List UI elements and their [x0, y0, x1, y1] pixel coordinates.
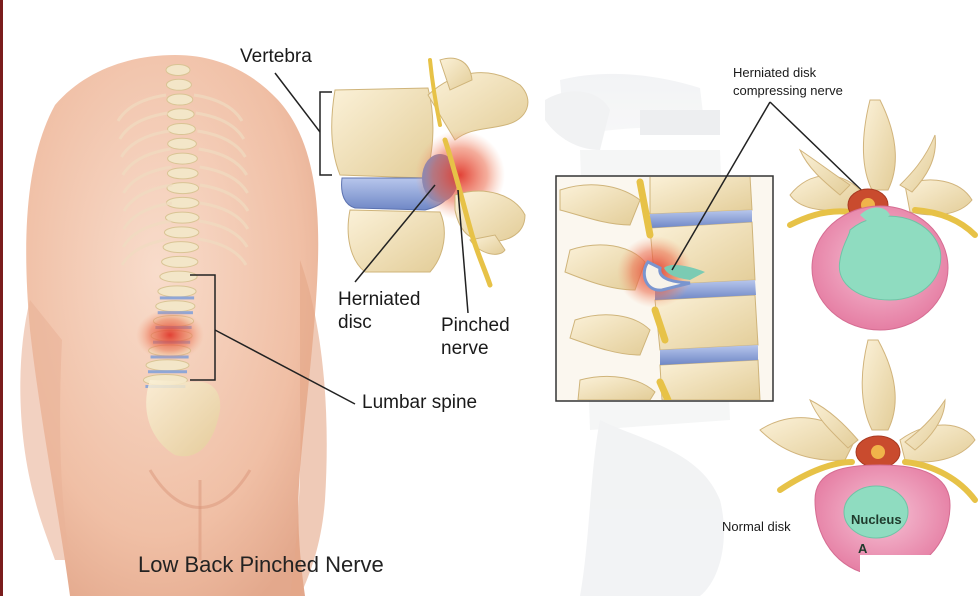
vertebra-segment	[166, 108, 195, 121]
vertebra-segment	[167, 123, 196, 136]
label-pinched-nerve-line1: Pinched	[441, 315, 510, 336]
label-vertebra: Vertebra	[240, 46, 312, 67]
vertebra-segment	[166, 167, 199, 180]
rib	[116, 93, 244, 122]
label-herniated-disk-line2: compressing nerve	[733, 83, 843, 98]
rib	[118, 111, 246, 140]
lumbar-leader	[214, 329, 356, 405]
rib	[122, 183, 250, 212]
vertebra-segment	[166, 182, 200, 195]
label-lumbar-spine: Lumbar spine	[362, 392, 478, 413]
vertebra-segment	[163, 226, 200, 239]
rib	[121, 147, 248, 176]
lateral-spine-box	[555, 101, 883, 402]
normal-disk-cross-section	[759, 339, 978, 596]
vertebra-segment	[157, 285, 197, 298]
vertebra-segment	[165, 64, 191, 76]
vertebra-segment	[165, 78, 192, 91]
vertebra-segment	[167, 137, 197, 150]
caption: Low Back Pinched Nerve	[138, 552, 384, 577]
rib	[121, 219, 249, 248]
lumbar-disc-segment	[147, 370, 188, 374]
vertebra-segment	[161, 255, 199, 268]
lumbar-disc-segment	[159, 296, 195, 300]
vertebra-segment	[167, 152, 198, 165]
lumbar-bracket	[190, 274, 216, 381]
rib	[120, 237, 248, 266]
vertebra-segment	[159, 270, 198, 283]
vertebra-segment	[162, 241, 200, 254]
edge-strip	[0, 0, 3, 596]
label-herniated-disc-line1: Herniated	[338, 289, 421, 310]
vertebra-segment	[165, 211, 200, 224]
vertebra-segment	[145, 359, 190, 372]
lumbar-inflammation	[136, 309, 204, 361]
label-annulus-partial: A	[858, 541, 868, 556]
sacrum	[146, 380, 221, 457]
rib	[120, 129, 247, 158]
herniated-disk-cross-section	[787, 99, 978, 331]
rib	[122, 165, 249, 194]
label-herniated-disc-line2: disc	[338, 312, 372, 333]
vertebra-segment	[166, 93, 194, 106]
label-normal-disk: Normal disk	[722, 519, 791, 534]
label-nucleus: Nucleus	[851, 512, 902, 527]
label-pinched-nerve-line2: nerve	[441, 338, 489, 359]
vertebra-closeup	[274, 57, 529, 314]
label-herniated-disk-line1: Herniated disk	[733, 65, 817, 80]
rib	[122, 201, 250, 230]
